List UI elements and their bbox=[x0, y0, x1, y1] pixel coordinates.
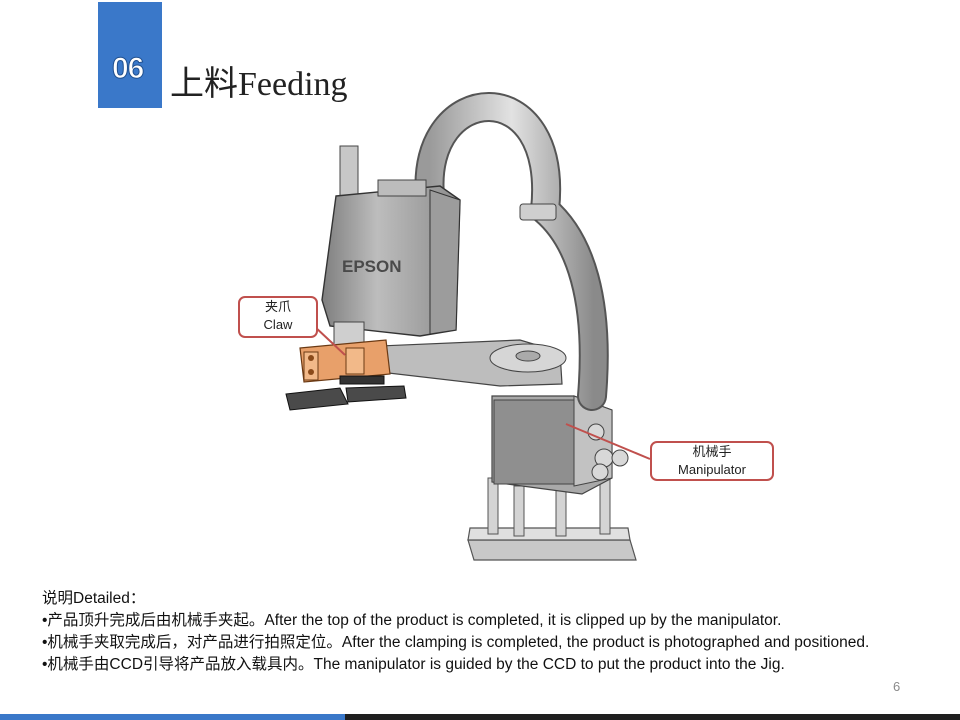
description-heading: 说明Detailed： bbox=[42, 590, 146, 607]
robot-base bbox=[467, 477, 637, 561]
cable-duct bbox=[416, 94, 607, 409]
manipulator-box bbox=[491, 395, 629, 495]
scara-robot-illustration: EPSON bbox=[285, 92, 651, 561]
footer-dark-bar bbox=[345, 714, 960, 720]
footer-accent-bar bbox=[0, 714, 345, 720]
claw-leader-line bbox=[313, 325, 346, 356]
description-line-1: •产品顶升完成后由机械手夹起。After the top of the prod… bbox=[42, 612, 782, 629]
description-line-3: •机械手由CCD引导将产品放入载具内。The manipulator is gu… bbox=[42, 656, 785, 673]
manipulator-leader-line bbox=[565, 423, 651, 460]
claw-gripper bbox=[285, 339, 407, 411]
manipulator-callout: 机械手 Manipulator bbox=[650, 441, 774, 481]
description-block: 说明Detailed： •产品顶升完成后由机械手夹起。After the top… bbox=[42, 588, 902, 676]
manipulator-label-zh: 机械手 bbox=[692, 444, 732, 459]
page-title: 上料Feeding bbox=[170, 66, 348, 103]
robot-arm bbox=[379, 339, 567, 387]
robot-body: EPSON bbox=[321, 145, 461, 347]
claw-label-zh: 夹爪 bbox=[264, 299, 291, 314]
description-line-2: •机械手夹取完成后，对产品进行拍照定位。After the clamping i… bbox=[42, 634, 870, 651]
manipulator-label-en: Manipulator bbox=[678, 462, 746, 477]
section-badge bbox=[98, 2, 162, 108]
claw-label-en: Claw bbox=[263, 317, 293, 332]
page-number: 6 bbox=[893, 679, 901, 694]
claw-callout: 夹爪 Claw bbox=[238, 296, 318, 338]
section-number: 06 bbox=[112, 52, 145, 86]
brand-logo: EPSON bbox=[342, 257, 402, 276]
